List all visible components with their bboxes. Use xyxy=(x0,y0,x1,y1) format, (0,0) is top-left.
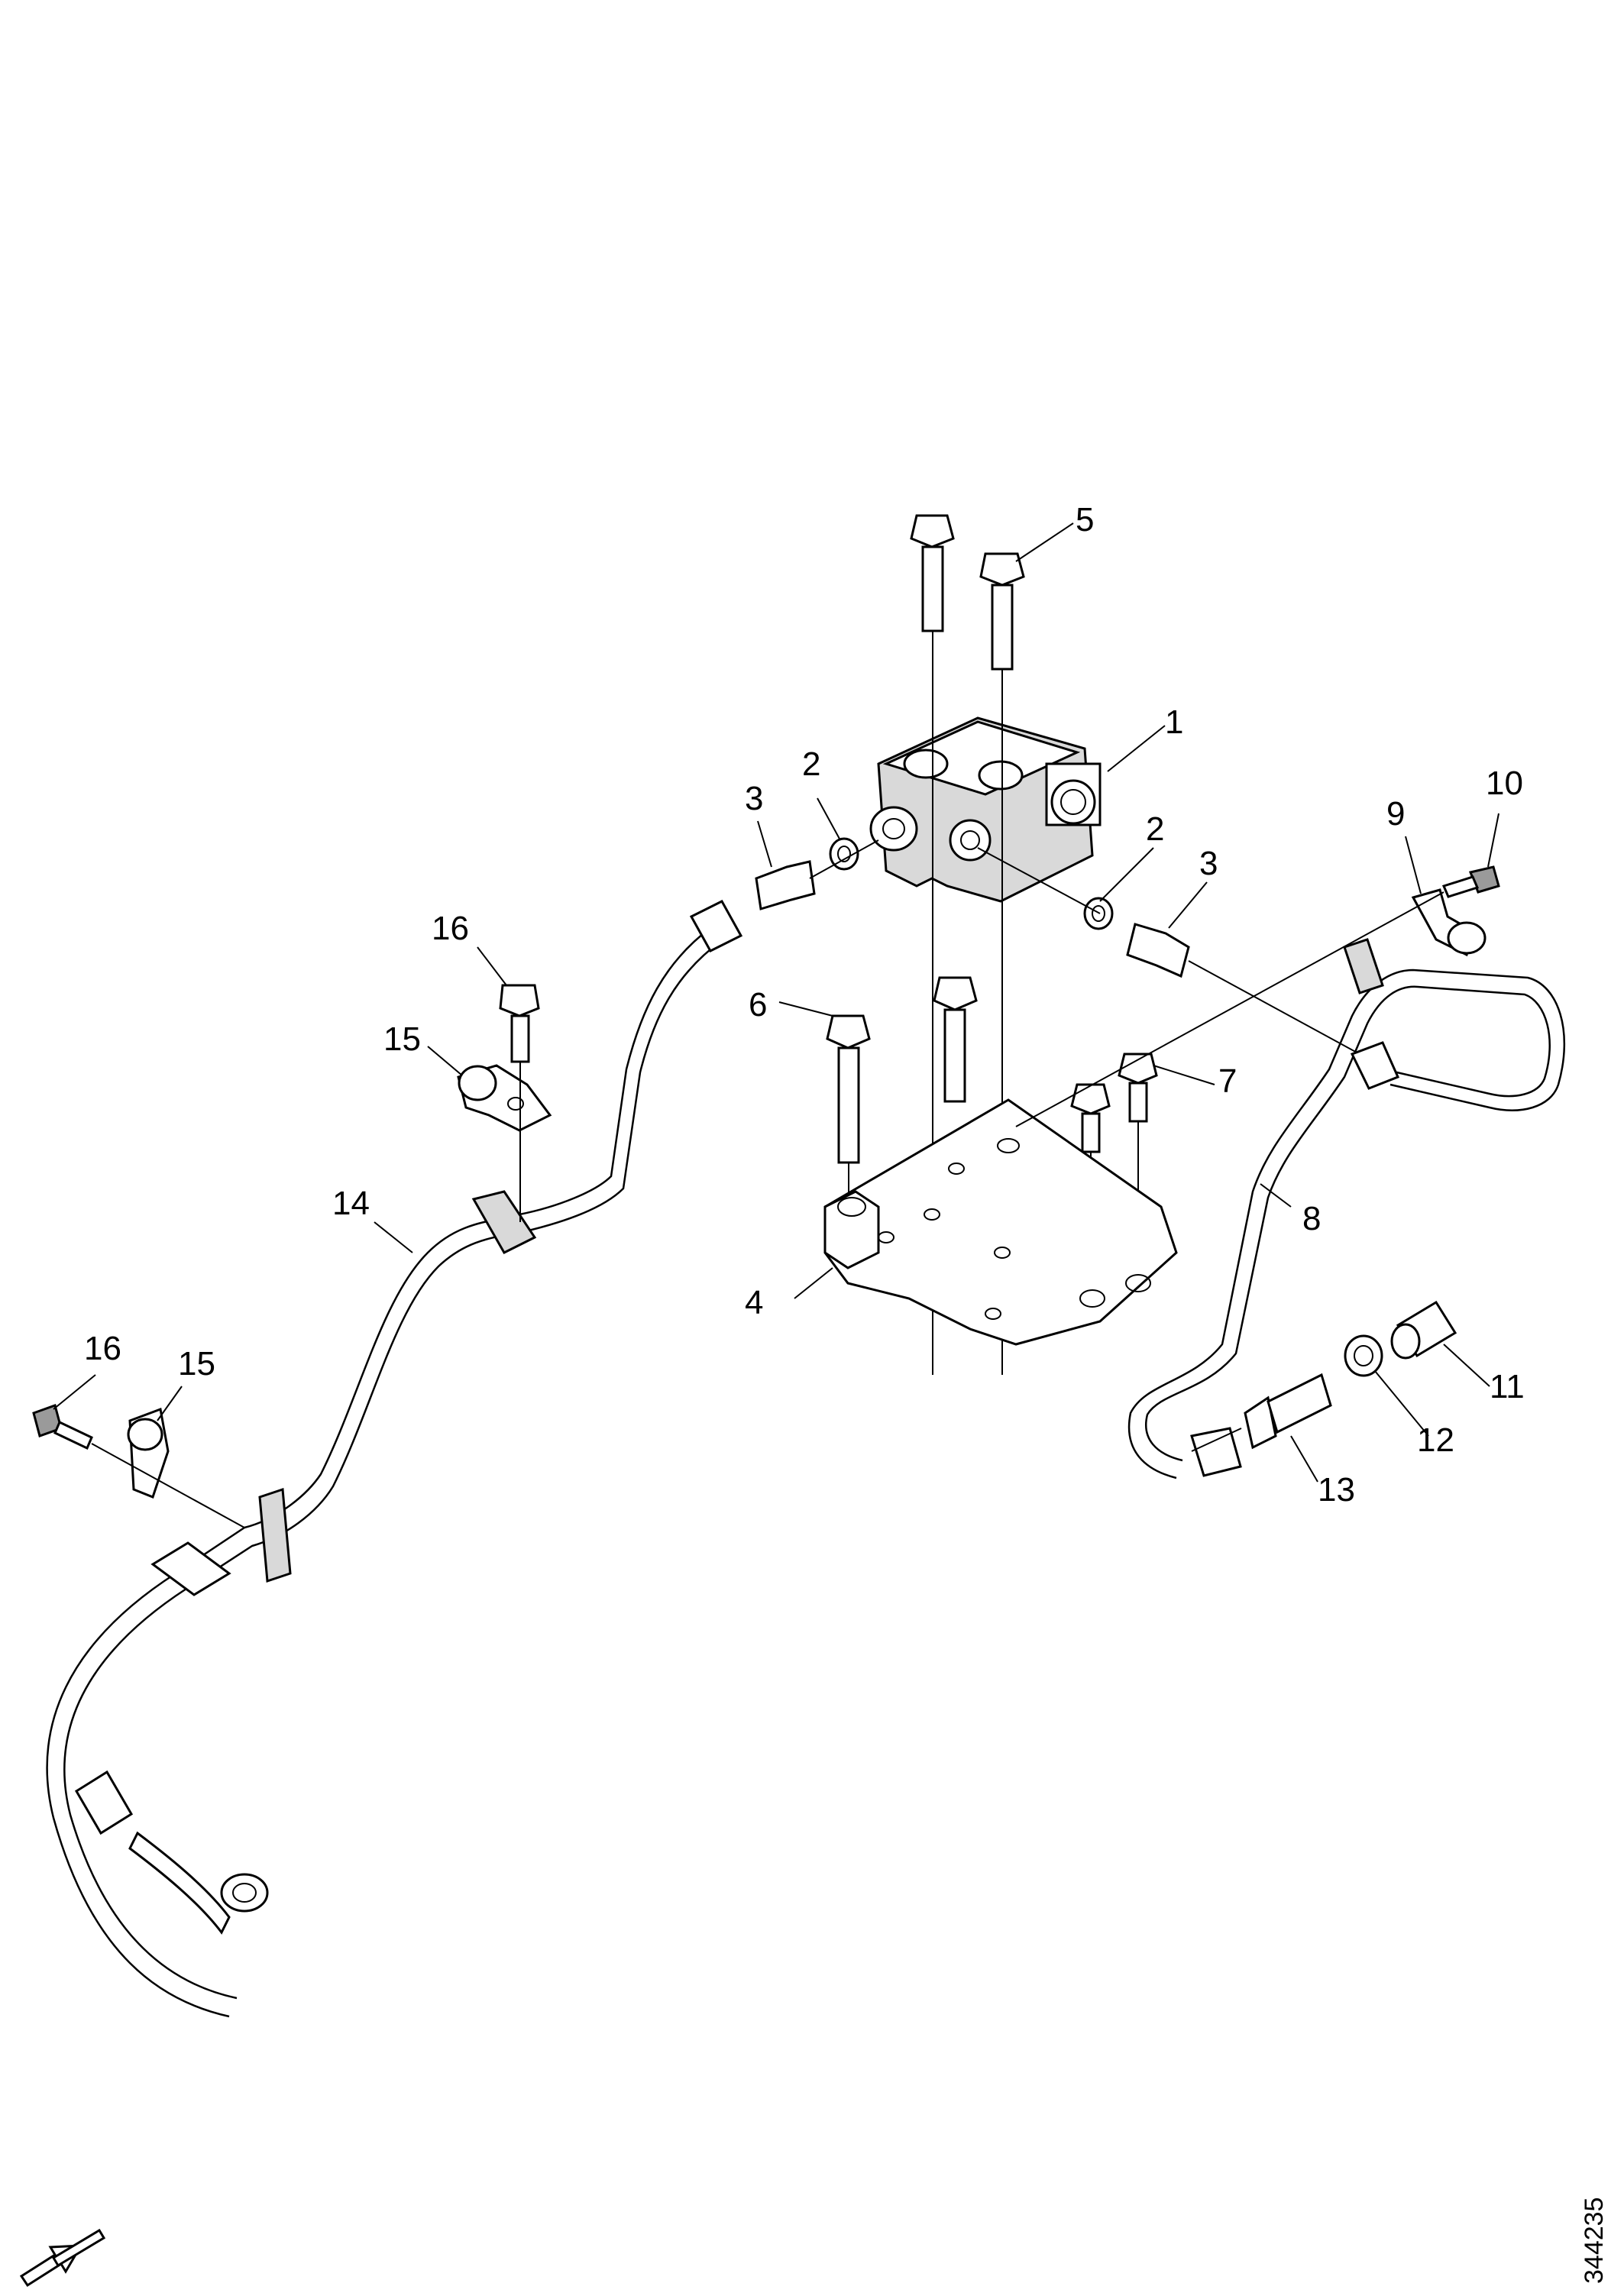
clamp-15-center xyxy=(457,1064,552,1132)
callout-5: 5 xyxy=(1076,501,1094,538)
bracket-4 xyxy=(823,1098,1178,1346)
callout-15-left: 15 xyxy=(178,1345,215,1382)
callout-12: 12 xyxy=(1417,1421,1454,1459)
pipe-14 xyxy=(46,900,743,2018)
callout-15-center: 15 xyxy=(383,1020,421,1058)
callout-16-center: 16 xyxy=(432,910,469,947)
screw-10 xyxy=(1015,865,1500,1127)
callout-8: 8 xyxy=(1302,1200,1321,1237)
callout-14: 14 xyxy=(332,1185,370,1222)
callout-3-right: 3 xyxy=(1199,845,1218,882)
nut-12 xyxy=(1344,1334,1383,1377)
bolt-7-left xyxy=(1070,1083,1111,1298)
clamp-15-left xyxy=(127,1407,170,1499)
leader-lines xyxy=(53,522,1499,1483)
callout-4: 4 xyxy=(745,1284,763,1321)
direction-arrow-icon xyxy=(19,2228,106,2288)
union-11 xyxy=(1390,1300,1457,1360)
callout-11: 11 xyxy=(1490,1368,1525,1405)
washer-2-left xyxy=(829,837,859,871)
fitting-13 xyxy=(1191,1373,1332,1452)
callout-7: 7 xyxy=(1218,1062,1237,1100)
union-3-right xyxy=(977,847,1360,1055)
pipe-8 xyxy=(1127,938,1566,1479)
screw-16-left xyxy=(32,1404,245,1528)
callout-1: 1 xyxy=(1165,703,1183,741)
bolt-6 xyxy=(826,1014,871,1207)
bolt-center xyxy=(933,976,978,1103)
clip-9 xyxy=(1411,888,1487,957)
callout-6: 6 xyxy=(749,986,767,1023)
screw-16-center xyxy=(499,984,540,1222)
callouts: 1 2 3 2 3 4 5 6 7 8 9 10 11 12 13 14 15 … xyxy=(84,501,1525,1509)
valve-block-1 xyxy=(869,716,1102,903)
callout-10: 10 xyxy=(1486,765,1523,802)
union-3-left xyxy=(755,839,879,910)
callout-3-left: 3 xyxy=(745,780,763,817)
callout-16-left: 16 xyxy=(84,1330,121,1367)
callout-9: 9 xyxy=(1386,795,1405,833)
callout-13: 13 xyxy=(1318,1471,1355,1509)
callout-2-right: 2 xyxy=(1146,810,1164,848)
figure-reference-number: 344235 xyxy=(1580,2197,1609,2284)
callout-2-left: 2 xyxy=(802,745,820,783)
